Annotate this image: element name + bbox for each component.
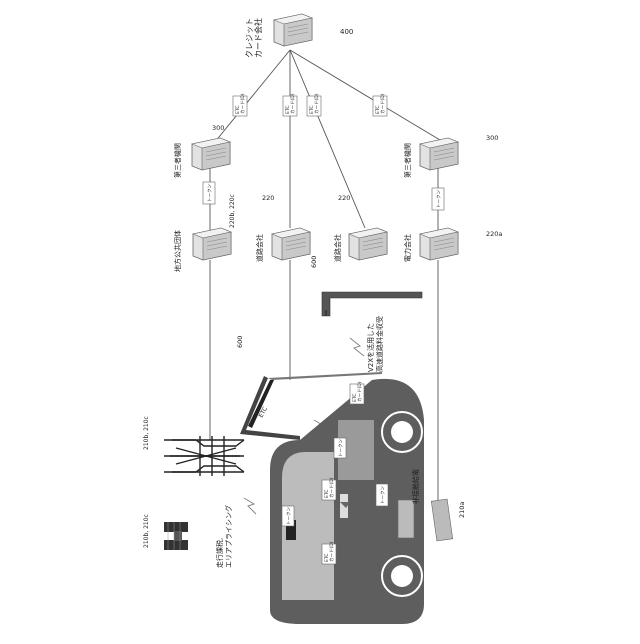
ref-220-b: 220 bbox=[338, 194, 350, 202]
token-right: トークン bbox=[432, 188, 444, 210]
ref-210a: 210a bbox=[458, 502, 466, 518]
ref-220b: 220b, 220c bbox=[229, 194, 236, 228]
satellite-icon bbox=[164, 522, 188, 550]
road-b-server-icon bbox=[349, 228, 387, 260]
etc-card: ETCカード(D) bbox=[233, 93, 247, 116]
ref-600-gate: 600 bbox=[236, 336, 244, 348]
credit-company-server-icon bbox=[274, 14, 312, 46]
ref-400: 400 bbox=[340, 28, 353, 36]
travel-charge-label: 走行課税, エリアプライシング bbox=[215, 505, 233, 568]
wireless-power-label: 非接触給電 bbox=[411, 469, 420, 504]
power-company-server-icon bbox=[420, 228, 458, 260]
ref-220-a: 220 bbox=[262, 194, 274, 202]
svg-text:トークン: トークン bbox=[436, 190, 442, 208]
etc-card-list: ETCカード(D) ETCカード(D) ETCカード(D) ETCカード(D) bbox=[233, 93, 387, 116]
svg-text:トークン: トークン bbox=[380, 486, 386, 504]
tower-ref: 210b, 210c bbox=[143, 416, 150, 450]
local-gov-label: 地方公共団体 bbox=[173, 230, 182, 272]
toll-gantry-right-icon bbox=[322, 292, 422, 316]
token-left: トークン bbox=[203, 182, 215, 204]
vehicle-token: トークン bbox=[282, 506, 294, 526]
road-a-label: 道路会社 bbox=[255, 234, 264, 262]
road-a-server-icon bbox=[272, 228, 310, 260]
vehicle-etc-card: ETCカード(D) bbox=[322, 477, 336, 500]
v2x-toll-label: V2Xを活用した 高速道路料金収受 bbox=[366, 316, 384, 372]
etc-card: ETCカード(D) bbox=[283, 93, 297, 116]
power-tower-icon bbox=[164, 436, 244, 476]
svg-text:トークン: トークン bbox=[286, 507, 292, 525]
ref-220a: 220a bbox=[486, 230, 502, 238]
power-company-label: 電力会社 bbox=[403, 234, 412, 262]
svg-text:トークン: トークン bbox=[207, 184, 213, 202]
ref-300-right: 300 bbox=[486, 134, 498, 142]
third-party-left-server-icon bbox=[192, 138, 230, 170]
svg-text:トークン: トークン bbox=[338, 439, 344, 457]
credit-company-label: クレジット カード会社 bbox=[245, 15, 263, 58]
ref-300-left: 300 bbox=[212, 124, 224, 132]
ref-600-top: 600 bbox=[310, 256, 318, 268]
vehicle-etc-card: ETCカード(D) bbox=[350, 381, 364, 404]
road-b-label: 道路会社 bbox=[333, 234, 342, 262]
third-party-right-label: 第三者機関 bbox=[403, 143, 412, 178]
etc-card: ETCカード(D) bbox=[307, 93, 321, 116]
vehicle-etc-card: ETCカード(D) bbox=[322, 541, 336, 564]
etc-card: ETCカード(D) bbox=[373, 93, 387, 116]
local-gov-server-icon bbox=[193, 228, 231, 260]
wireless-power-pad-icon bbox=[398, 499, 453, 541]
sat-ref: 210b, 210c bbox=[143, 514, 150, 548]
third-party-right-server-icon bbox=[420, 138, 458, 170]
vehicle-token: トークン bbox=[376, 484, 388, 506]
vehicle-token: トークン bbox=[334, 438, 346, 458]
third-party-left-label: 第三者機関 bbox=[173, 143, 182, 178]
